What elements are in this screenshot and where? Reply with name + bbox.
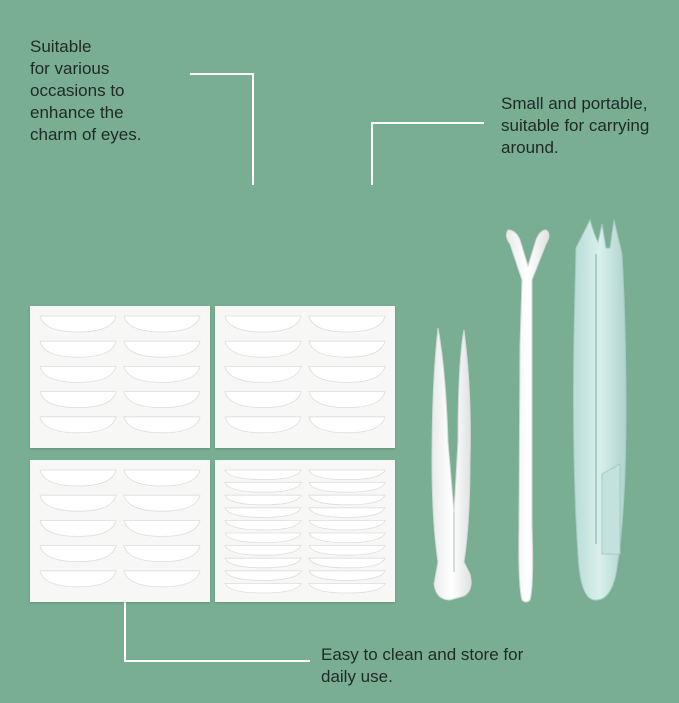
eyelid-sticker	[39, 570, 117, 588]
eyelid-sticker	[224, 469, 302, 481]
eyelid-sticker	[39, 416, 117, 434]
eyelid-sticker	[308, 532, 386, 544]
eyelid-sticker	[39, 391, 117, 409]
eyelid-sticker	[308, 391, 386, 409]
eyelid-sticker	[308, 494, 386, 506]
eyelid-sticker	[123, 366, 201, 383]
eyelid-sticker	[224, 520, 302, 531]
eyelid-sticker	[123, 570, 201, 588]
leader-line-portable-v	[371, 122, 373, 185]
eyelid-sticker	[123, 520, 201, 537]
white-y-stick-applicator	[505, 229, 550, 603]
light-blue-tweezers	[573, 218, 627, 601]
eyelid-sticker	[123, 494, 201, 512]
eyelid-sticker	[308, 482, 386, 493]
eyelid-sticker	[123, 315, 201, 333]
eyelid-sticker	[224, 366, 302, 383]
leader-line-portable-h	[371, 122, 484, 124]
sticker-sheet-bottom-left	[30, 460, 210, 602]
caption-portable-text: Small and portable, suitable for carryin…	[501, 94, 650, 157]
eyelid-sticker	[224, 494, 302, 506]
eyelid-sticker	[123, 391, 201, 409]
white-fork-applicator	[431, 327, 472, 601]
caption-clean: Easy to clean and store for daily use.	[321, 644, 581, 688]
leader-line-occasions-v	[252, 73, 254, 185]
eyelid-sticker	[39, 340, 117, 358]
eyelid-sticker	[224, 583, 302, 594]
eyelid-sticker	[224, 545, 302, 556]
eyelid-sticker	[308, 507, 386, 518]
eyelid-sticker	[123, 416, 201, 434]
eyelid-sticker	[224, 315, 302, 333]
eyelid-sticker	[308, 583, 386, 594]
eyelid-sticker	[308, 545, 386, 556]
leader-line-clean-v	[124, 602, 126, 662]
eyelid-sticker	[308, 469, 386, 481]
eyelid-sticker	[39, 366, 117, 383]
sticker-sheet-bottom-right	[215, 460, 395, 602]
eyelid-sticker	[224, 570, 302, 581]
eyelid-sticker	[39, 520, 117, 537]
leader-line-clean-h	[124, 660, 310, 662]
eyelid-sticker	[39, 545, 117, 563]
leader-line-occasions-h	[190, 73, 254, 75]
eyelid-sticker	[39, 494, 117, 512]
eyelid-sticker	[123, 545, 201, 563]
eyelid-sticker	[123, 469, 201, 487]
eyelid-sticker	[308, 570, 386, 581]
eyelid-sticker	[123, 340, 201, 358]
sticker-sheet-top-left	[30, 306, 210, 448]
eyelid-sticker	[308, 557, 386, 569]
eyelid-sticker	[224, 482, 302, 493]
eyelid-sticker	[39, 315, 117, 333]
eyelid-sticker	[224, 340, 302, 358]
eyelid-sticker	[308, 366, 386, 383]
caption-occasions-text: Suitable for various occasions to enhanc…	[30, 37, 142, 144]
eyelid-sticker	[308, 315, 386, 333]
eyelid-sticker	[308, 340, 386, 358]
eyelid-sticker	[224, 507, 302, 518]
eyelid-sticker	[224, 391, 302, 409]
sticker-sheet-top-right	[215, 306, 395, 448]
caption-portable: Small and portable, suitable for carryin…	[501, 93, 679, 159]
eyelid-sticker	[224, 532, 302, 544]
eyelid-sticker	[224, 557, 302, 569]
eyelid-sticker	[39, 469, 117, 487]
caption-clean-text: Easy to clean and store for daily use.	[321, 645, 524, 686]
eyelid-sticker	[224, 416, 302, 434]
eyelid-sticker	[308, 416, 386, 434]
eyelid-sticker	[308, 520, 386, 531]
caption-occasions: Suitable for various occasions to enhanc…	[30, 36, 190, 146]
